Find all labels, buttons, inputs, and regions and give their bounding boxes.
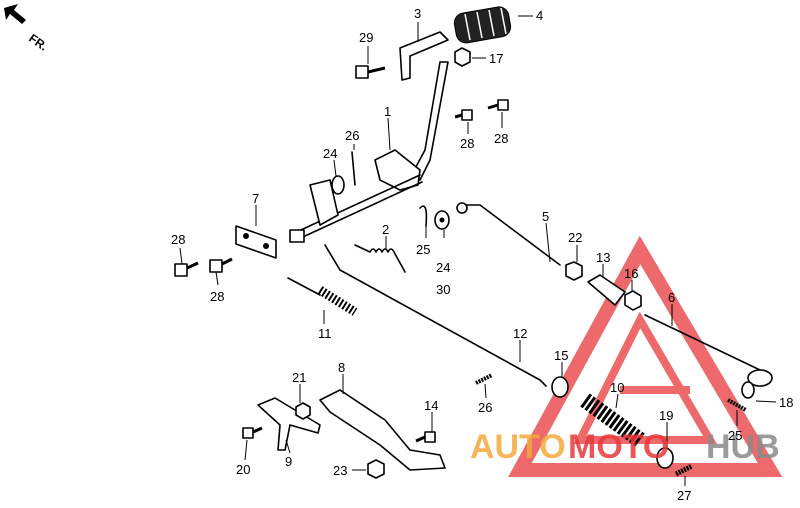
part-20-bolt	[242, 426, 263, 439]
callout-22: 22	[568, 230, 582, 245]
callout-28: 28	[171, 232, 185, 247]
callout-28: 28	[460, 136, 474, 151]
leader-lines	[179, 15, 777, 486]
callout-13: 13	[596, 250, 610, 265]
direction-label: FR.	[26, 31, 50, 54]
callout-3: 3	[414, 6, 421, 21]
callout-21: 21	[292, 370, 306, 385]
part-28-bolt-a	[454, 109, 473, 121]
callout-5: 5	[542, 209, 549, 224]
watermark-logo	[508, 235, 783, 477]
part-13-collar	[587, 274, 626, 306]
part-21-nut	[295, 402, 311, 420]
callout-29: 29	[359, 30, 373, 45]
part-15-washer	[551, 376, 569, 398]
part-23-nut	[367, 459, 385, 479]
part-17-nut	[454, 47, 471, 67]
part-28-bolt-c	[174, 261, 199, 277]
part-25-pin-b	[727, 398, 747, 412]
callout-16: 16	[624, 266, 638, 281]
callout-15: 15	[554, 348, 568, 363]
part-22-nut	[565, 261, 583, 281]
part-16-nut	[624, 290, 642, 311]
part-9-arm	[257, 397, 321, 451]
part-10-spring	[580, 393, 645, 447]
callout-14: 14	[424, 398, 438, 413]
callout-9: 9	[285, 454, 292, 469]
callout-7: 7	[252, 191, 259, 206]
part-7-plate	[235, 225, 277, 259]
callout-26: 26	[345, 128, 359, 143]
part-12-rod	[324, 244, 547, 387]
callout-28: 28	[210, 289, 224, 304]
callout-28: 28	[494, 131, 508, 146]
watermark-part-1: AUTO	[470, 428, 566, 466]
callout-18: 18	[779, 395, 793, 410]
callout-24: 24	[323, 146, 337, 161]
part-2-spring	[354, 244, 406, 273]
callout-17: 17	[489, 51, 503, 66]
callout-4: 4	[536, 8, 543, 23]
part-26-cotter-pin	[351, 151, 356, 186]
part-4-pedal-rubber	[453, 6, 512, 44]
callout-25: 25	[416, 242, 430, 257]
part-24-washer-a	[331, 175, 345, 195]
callout-6: 6	[668, 290, 675, 305]
callout-10: 10	[610, 380, 624, 395]
part-11-spring	[287, 277, 358, 316]
part-19-washer	[656, 447, 674, 469]
callout-numbers: 3 4 29 17 1 26 28 28 24 7 5 2 25 24 30 2…	[171, 6, 793, 503]
part-14-bolt	[415, 431, 436, 443]
callout-19: 19	[659, 408, 673, 423]
part-1-pedal-arm	[289, 61, 449, 243]
watermark-part-3: HUB	[706, 428, 780, 466]
part-29-bolt	[355, 65, 386, 79]
part-6-rod	[644, 314, 761, 371]
callout-11: 11	[318, 326, 332, 341]
callout-24: 24	[436, 260, 450, 275]
callout-8: 8	[338, 360, 345, 375]
callout-1: 1	[384, 104, 391, 119]
part-18-washer	[741, 381, 755, 399]
callout-25: 25	[728, 428, 742, 443]
watermark-part-2: MOTO	[568, 428, 669, 466]
callout-23: 23	[333, 463, 347, 478]
front-direction-arrow-icon	[4, 4, 26, 24]
part-26-bolt-b	[475, 373, 493, 385]
part-28-bolt-b	[487, 99, 509, 111]
callout-26: 26	[478, 400, 492, 415]
part-8-bracket	[319, 389, 446, 471]
callout-27: 27	[677, 488, 691, 503]
callout-12: 12	[513, 326, 527, 341]
callout-20: 20	[236, 462, 250, 477]
callout-30: 30	[436, 282, 450, 297]
watermark-text: AUTO MOTO HUB	[470, 428, 780, 466]
part-3-bracket	[399, 31, 449, 81]
part-25-pin-a	[419, 205, 428, 227]
part-28-bolt-d	[209, 257, 233, 273]
callout-2: 2	[382, 222, 389, 237]
